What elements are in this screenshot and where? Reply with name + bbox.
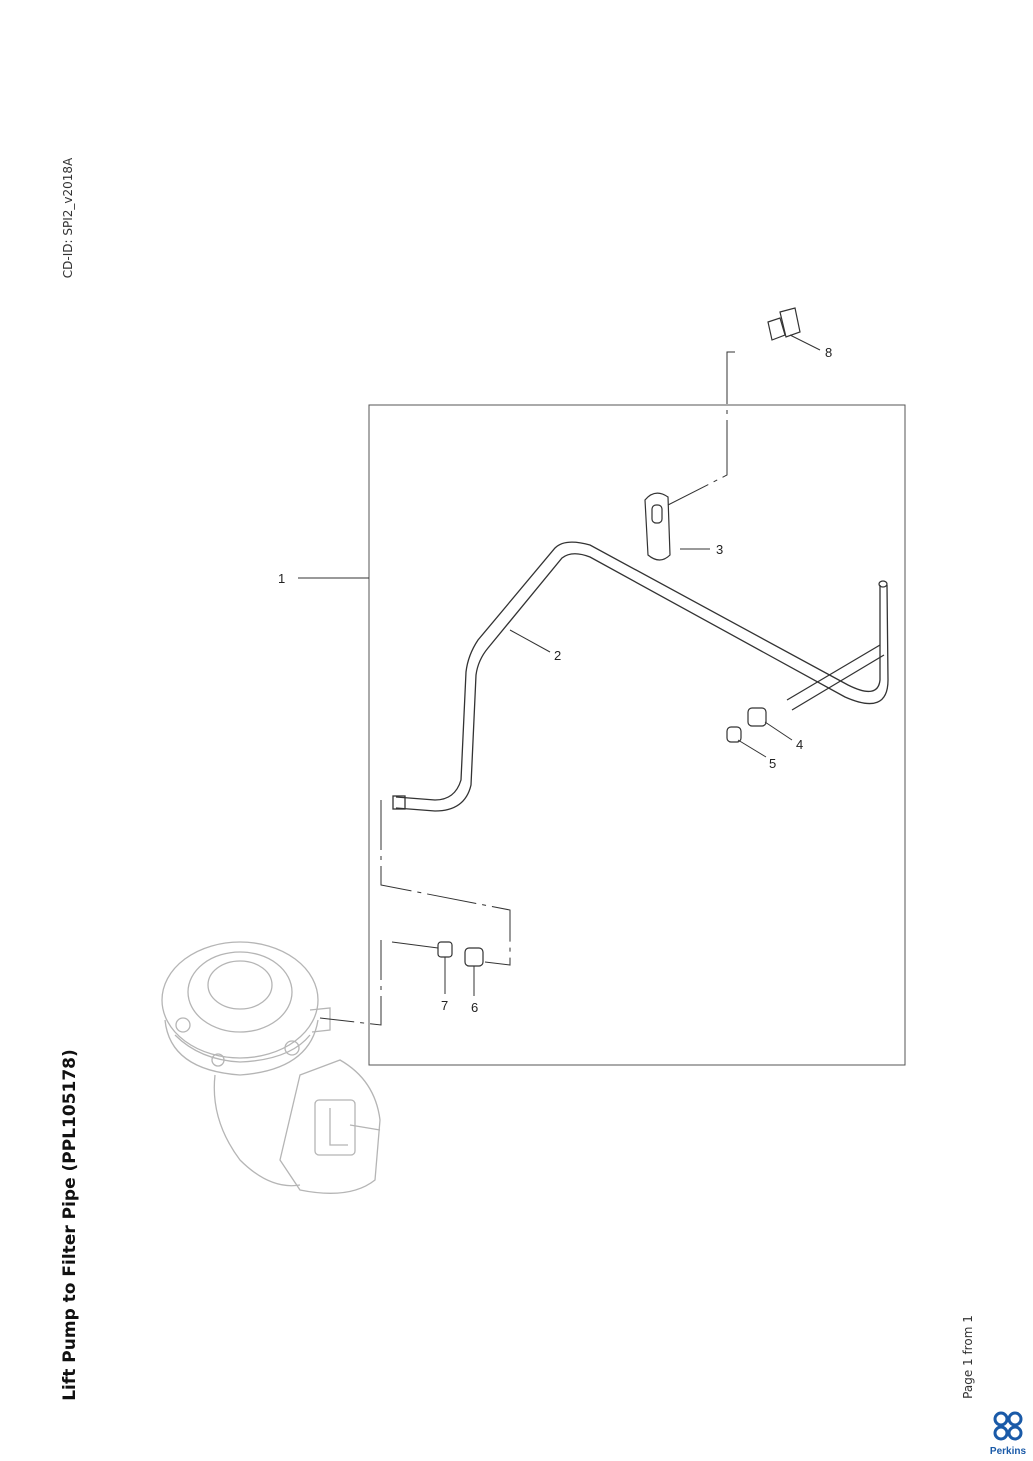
callout-labels: 1 2 3 4 5 6 7 8 xyxy=(278,345,832,1015)
callout-6: 6 xyxy=(471,1000,478,1015)
callout-5: 5 xyxy=(769,756,776,771)
bolt-part-8 xyxy=(767,307,801,341)
leader-lines xyxy=(298,334,821,1026)
pipe-part-2 xyxy=(392,541,889,812)
callout-3: 3 xyxy=(716,542,723,557)
perkins-emblem-icon xyxy=(993,1411,1023,1441)
callout-1: 1 xyxy=(278,571,285,586)
callout-4: 4 xyxy=(796,737,803,752)
clip-part-3 xyxy=(644,492,671,561)
assembly-frame xyxy=(368,404,906,1066)
callout-7: 7 xyxy=(441,998,448,1013)
perkins-logo: Perkins xyxy=(988,1410,1028,1457)
callout-8: 8 xyxy=(825,345,832,360)
fittings xyxy=(437,707,767,967)
callout-2: 2 xyxy=(554,648,561,663)
lift-pump-illustration xyxy=(161,941,381,1194)
